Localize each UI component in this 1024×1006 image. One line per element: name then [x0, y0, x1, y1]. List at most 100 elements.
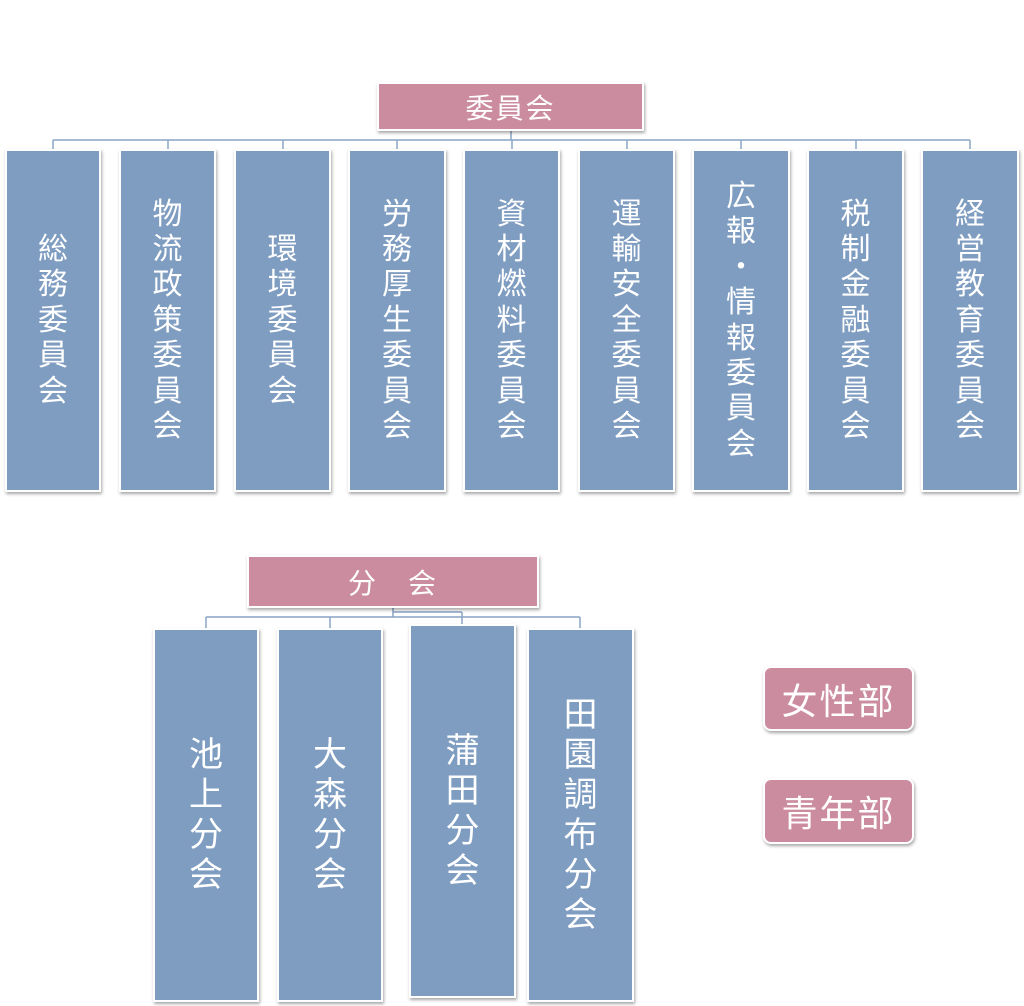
- label-char: 会: [955, 408, 985, 444]
- label-char: 運: [611, 196, 642, 232]
- committee-box-label: 広報・情報委員会: [726, 179, 756, 462]
- label-char: 総: [38, 232, 68, 268]
- label-char: 委: [955, 338, 985, 374]
- label-char: 流: [152, 232, 183, 268]
- label-char: 教: [955, 267, 985, 303]
- label-char: 報: [726, 320, 756, 356]
- label-char: 員: [382, 373, 412, 409]
- committee-box-shizai: 資材燃料委員会: [463, 149, 560, 492]
- label-char: 会: [267, 373, 298, 409]
- branch-box-label: 池上分会: [189, 735, 223, 895]
- label-char: 委: [496, 338, 527, 374]
- committee-box-label: 運輸安全委員会: [612, 197, 642, 445]
- label-char: 生: [382, 302, 412, 338]
- label-char: 委: [382, 338, 412, 374]
- label-char: 委: [38, 302, 68, 338]
- label-char: 育: [955, 302, 985, 338]
- label-char: 調: [563, 774, 598, 815]
- label-char: 経: [955, 196, 985, 232]
- branch-box-label: 田園調布分会: [564, 695, 598, 936]
- label-char: 員: [38, 338, 68, 374]
- label-char: 広: [726, 178, 756, 214]
- label-char: 森: [313, 774, 347, 815]
- committee-box-label: 環境委員会: [268, 232, 298, 409]
- department-women: 女性部: [763, 666, 914, 731]
- branch-title: 分 会: [347, 566, 438, 600]
- label-char: 池: [189, 734, 223, 775]
- committee-box-koho: 広報・情報委員会: [692, 149, 790, 492]
- branch-header: 分 会: [247, 555, 539, 608]
- label-char: 料: [496, 302, 527, 338]
- label-char: 分: [563, 855, 598, 896]
- committee-box-label: 税制金融委員会: [841, 197, 871, 445]
- branch-box-omori: 大森分会: [277, 628, 383, 1002]
- committee-header: 委員会: [377, 82, 644, 131]
- branch-box-label: 蒲田分会: [446, 731, 480, 891]
- branch-box-kamata: 蒲田分会: [409, 624, 516, 998]
- label-char: 環: [267, 232, 298, 268]
- committee-box-butsuryu: 物流政策委員会: [119, 149, 216, 492]
- label-char: 員: [840, 373, 871, 409]
- committee-box-zeisei: 税制金融委員会: [807, 149, 904, 492]
- label-char: 輸: [611, 232, 642, 268]
- label-char: 田: [445, 770, 480, 811]
- label-char: 員: [726, 391, 756, 427]
- label-char: ・: [726, 249, 756, 285]
- label-char: 資: [496, 196, 527, 232]
- committee-box-label: 労務厚生委員会: [382, 197, 412, 445]
- label-char: 大: [313, 734, 347, 775]
- label-char: 労: [382, 196, 412, 232]
- label-char: 会: [382, 408, 412, 444]
- committee-box-label: 経営教育委員会: [955, 197, 985, 445]
- label-char: 制: [840, 232, 871, 268]
- label-char: 布: [563, 815, 598, 855]
- label-char: 会: [313, 855, 347, 896]
- label-char: 分: [189, 815, 223, 855]
- branch-box-label: 大森分会: [313, 735, 347, 895]
- label-char: 委: [611, 338, 642, 374]
- label-char: 融: [840, 302, 871, 338]
- committee-box-kankyo: 環境委員会: [234, 149, 331, 492]
- label-char: 委: [267, 302, 298, 338]
- label-char: 会: [563, 895, 598, 936]
- committee-title: 委員会: [465, 91, 556, 125]
- label-char: 分: [445, 811, 480, 851]
- label-char: 物: [152, 196, 183, 232]
- branch-box-denenchofu: 田園調布分会: [527, 628, 634, 1002]
- label-char: 蒲: [445, 730, 480, 771]
- label-char: 員: [267, 338, 298, 374]
- department-label: 女性部: [781, 681, 896, 723]
- label-char: 材: [496, 232, 527, 268]
- label-char: 燃: [496, 267, 527, 303]
- label-char: 委: [152, 338, 183, 374]
- label-char: 情: [726, 285, 756, 321]
- label-char: 員: [152, 373, 183, 409]
- label-char: 政: [152, 267, 183, 303]
- committee-box-keiei: 経営教育委員会: [921, 149, 1019, 492]
- label-char: 上: [189, 774, 223, 815]
- label-char: 税: [840, 196, 871, 232]
- label-char: 会: [38, 373, 68, 409]
- label-char: 会: [189, 855, 223, 896]
- label-char: 報: [726, 214, 756, 250]
- label-char: 務: [382, 232, 412, 268]
- label-char: 員: [611, 373, 642, 409]
- committee-box-somu: 総務委員会: [5, 149, 101, 492]
- committee-box-label: 資材燃料委員会: [497, 197, 527, 445]
- label-char: 金: [840, 267, 871, 303]
- label-char: 会: [496, 408, 527, 444]
- department-label: 青年部: [781, 794, 896, 835]
- label-char: 会: [445, 851, 480, 892]
- label-char: 委: [726, 355, 756, 391]
- label-char: 策: [152, 302, 183, 338]
- label-char: 境: [267, 267, 298, 303]
- label-char: 会: [840, 408, 871, 444]
- label-char: 会: [611, 408, 642, 444]
- branch-box-ikegami: 池上分会: [153, 628, 259, 1002]
- committee-box-label: 物流政策委員会: [153, 197, 183, 445]
- label-char: 委: [840, 338, 871, 374]
- label-char: 安: [611, 267, 642, 303]
- label-char: 厚: [382, 267, 412, 303]
- department-youth: 青年部: [763, 778, 914, 844]
- committee-box-unyu: 運輸安全委員会: [578, 149, 675, 492]
